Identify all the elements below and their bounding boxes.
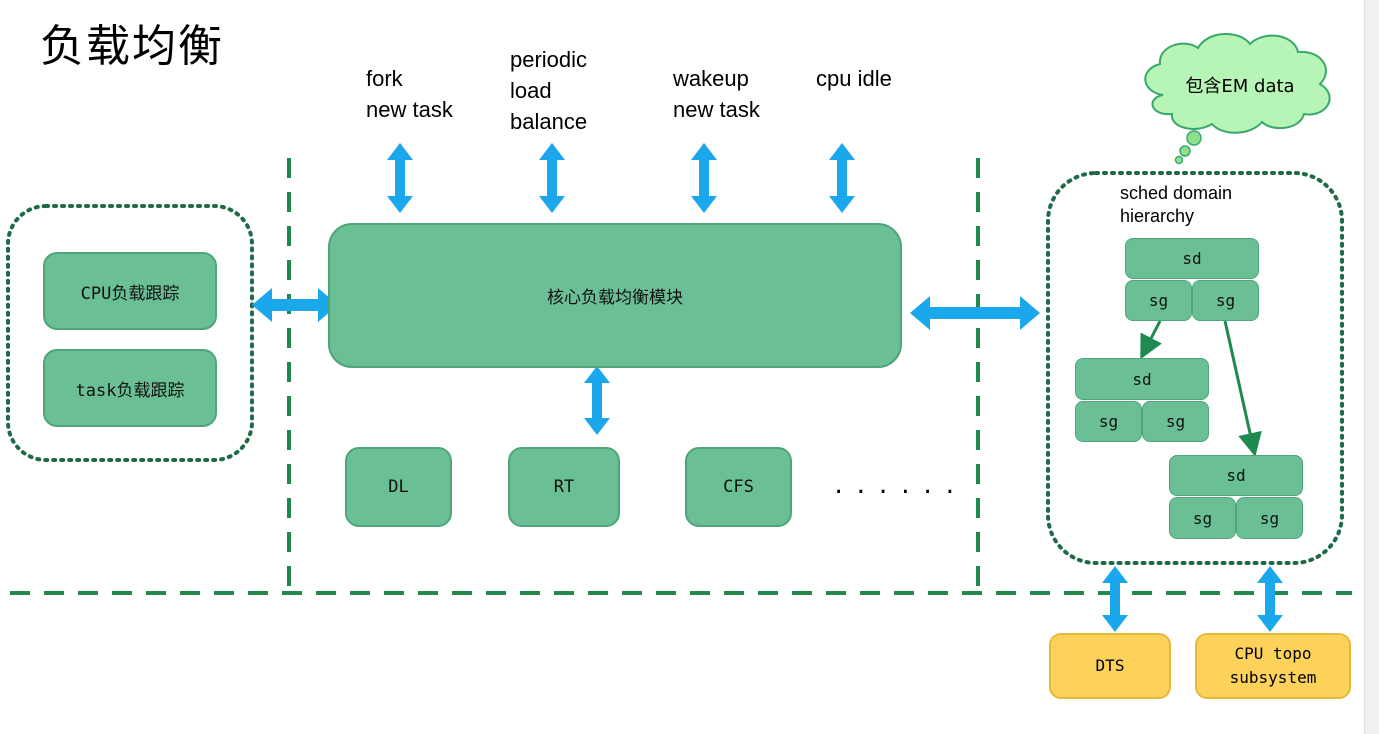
sched-domain-group-border xyxy=(1046,171,1344,565)
scheduler-cfs-box: CFS xyxy=(685,447,792,527)
arrow-fork-icon xyxy=(387,143,413,213)
cloud-text: 包含EM data xyxy=(1185,76,1295,97)
sd-level3-box: sd xyxy=(1169,455,1303,496)
arrow-idle-icon xyxy=(829,143,855,213)
cloud-bubble-small xyxy=(1174,155,1184,165)
arrow-core-sched-icon xyxy=(910,296,1040,330)
sg-level1-right-box: sg xyxy=(1192,280,1259,321)
cloud-callout xyxy=(1144,32,1331,165)
arrow-topo-icon xyxy=(1257,566,1283,632)
sg-level1-left-box: sg xyxy=(1125,280,1192,321)
arrow-periodic-icon xyxy=(539,143,565,213)
vertical-scrollbar[interactable] xyxy=(1364,0,1379,734)
scheduler-dl-box: DL xyxy=(345,447,452,527)
cpu-load-tracking-box: CPU负载跟踪 xyxy=(43,252,217,330)
arrows xyxy=(252,143,1283,632)
arrow-core-schedulers-icon xyxy=(584,366,610,435)
task-load-tracking-box: task负载跟踪 xyxy=(43,349,217,427)
tracking-group-border xyxy=(6,204,254,462)
trigger-fork-label: fork new task xyxy=(366,66,453,122)
cloud-shape xyxy=(1144,32,1331,134)
sg-level2-left-box: sg xyxy=(1075,401,1142,442)
trigger-idle-label: cpu idle xyxy=(816,66,892,91)
sd-level1-box: sd xyxy=(1125,238,1259,279)
more-schedulers-ellipsis: ...... xyxy=(832,474,966,499)
section-dividers xyxy=(10,158,1352,595)
core-load-balance-module: 核心负载均衡模块 xyxy=(328,223,902,368)
sg-level3-right-box: sg xyxy=(1236,497,1303,539)
scheduler-rt-box: RT xyxy=(508,447,620,527)
sg-level3-left-box: sg xyxy=(1169,497,1236,539)
trigger-periodic-label: periodic load balance xyxy=(510,47,588,134)
cloud-bubble-medium xyxy=(1179,145,1191,157)
cloud-bubble-large xyxy=(1186,130,1202,146)
sg-to-sd2-arrow xyxy=(1140,320,1162,360)
hierarchy-arrows xyxy=(1140,320,1262,457)
trigger-wakeup-label: wakeup new task xyxy=(673,66,760,122)
arrow-wakeup-icon xyxy=(691,143,717,213)
sg-to-sd3-arrow xyxy=(1223,320,1262,457)
arrow-dts-icon xyxy=(1102,566,1128,632)
sg-level2-right-box: sg xyxy=(1142,401,1209,442)
cpu-topo-subsystem-box: CPU topo subsystem xyxy=(1195,633,1351,699)
sd-level2-box: sd xyxy=(1075,358,1209,400)
dts-box: DTS xyxy=(1049,633,1171,699)
sched-domain-hierarchy-label: sched domain hierarchy xyxy=(1120,183,1233,226)
page-title: 负载均衡 xyxy=(40,21,224,72)
arrow-tracking-core-icon xyxy=(252,288,338,322)
